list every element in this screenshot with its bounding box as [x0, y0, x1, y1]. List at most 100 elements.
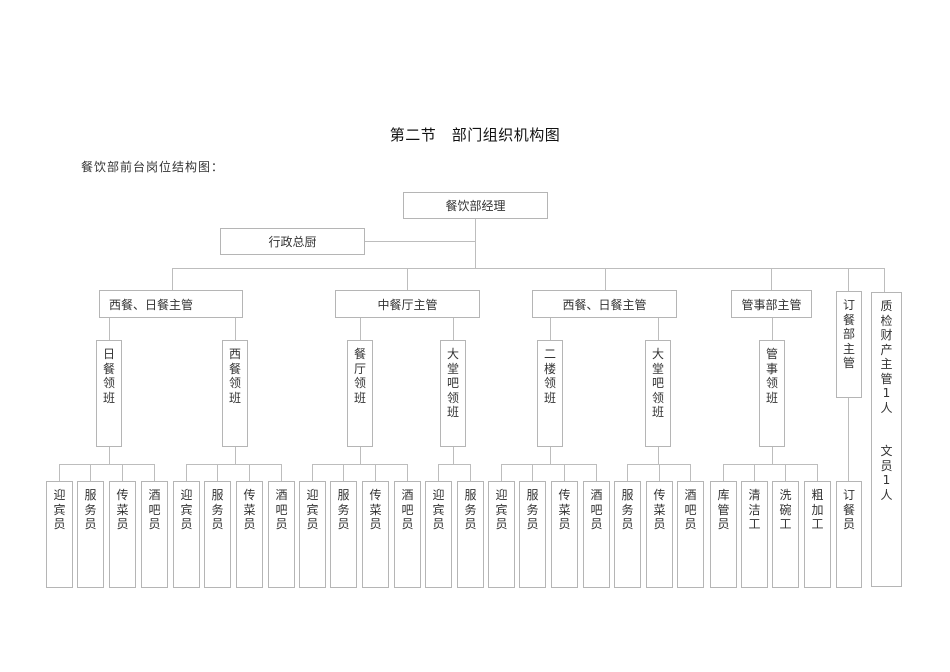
lead-box-7: 管事领班	[759, 340, 785, 447]
staff-drop	[659, 464, 660, 481]
staff-box: 迎宾员	[173, 481, 200, 588]
staff-box: 传菜员	[646, 481, 673, 588]
staff-box: 服务员	[457, 481, 484, 588]
staff-box: 传菜员	[236, 481, 263, 588]
lead-box-6: 大堂吧领班	[645, 340, 671, 447]
staff-box: 酒吧员	[394, 481, 421, 588]
staff-bus	[59, 464, 155, 465]
supervisor-box-4-label: 管事部主管	[741, 297, 802, 312]
staff-drop	[343, 464, 344, 481]
staff-box: 传菜员	[362, 481, 389, 588]
staff-drop	[249, 464, 250, 481]
staff-drop	[281, 464, 282, 481]
manager-trunk	[475, 219, 476, 268]
lead-box-4: 大堂吧领班	[440, 340, 466, 447]
lead-box-3: 餐厅领班	[347, 340, 373, 447]
staff-box: 服务员	[614, 481, 641, 588]
staff-drop	[532, 464, 533, 481]
staff-box: 传菜员	[551, 481, 578, 588]
lead-drop	[550, 318, 551, 340]
supervisor-box-1: 西餐、日餐主管	[99, 290, 243, 318]
staff-drop	[690, 464, 691, 481]
staff-drop	[312, 464, 313, 481]
lead-trunk	[772, 447, 773, 464]
lead-drop	[658, 318, 659, 340]
lead-trunk	[360, 447, 361, 464]
staff-drop	[375, 464, 376, 481]
staff-box: 酒吧员	[677, 481, 704, 588]
staff-drop	[470, 464, 471, 481]
supervisor-drop	[771, 268, 772, 290]
supervisor-box-1-label: 西餐、日餐主管	[109, 297, 194, 312]
staff-box: 酒吧员	[141, 481, 168, 588]
staff-box: 迎宾员	[425, 481, 452, 588]
staff-box: 洗碗工	[772, 481, 799, 588]
lead-trunk	[109, 447, 110, 464]
lead-drop	[109, 318, 110, 340]
supervisor-box-4: 管事部主管	[731, 290, 812, 318]
lead-trunk	[550, 447, 551, 464]
lead-drop	[772, 318, 773, 340]
supervisor-box-2-label: 中餐厅主管	[377, 297, 438, 312]
manager-box-label: 餐饮部经理	[445, 199, 506, 213]
staff-bus	[312, 464, 408, 465]
staff-box: 服务员	[77, 481, 104, 588]
supervisor-box-3: 西餐、日餐主管	[532, 290, 677, 318]
supervisor-drop	[605, 268, 606, 290]
staff-drop	[59, 464, 60, 481]
staff-box: 服务员	[330, 481, 357, 588]
staff-drop	[90, 464, 91, 481]
staff-drop	[186, 464, 187, 481]
supervisor-box-3-label: 西餐、日餐主管	[562, 297, 647, 312]
supervisor-bus	[172, 268, 884, 269]
staff-box: 传菜员	[109, 481, 136, 588]
supervisor-drop	[172, 268, 173, 290]
lead-trunk	[453, 447, 454, 464]
staff-drop	[122, 464, 123, 481]
staff-box: 酒吧员	[268, 481, 295, 588]
staff-drop	[154, 464, 155, 481]
staff-bus	[501, 464, 597, 465]
lead-drop	[235, 318, 236, 340]
staff-box: 库管员	[710, 481, 737, 588]
staff-drop	[627, 464, 628, 481]
ordering-connector	[848, 398, 849, 481]
staff-box: 粗加工	[804, 481, 831, 588]
staff-box: 迎宾员	[46, 481, 73, 588]
page-title: 第二节 部门组织机构图	[389, 126, 561, 144]
manager-box: 餐饮部经理	[403, 192, 548, 219]
staff-bus	[438, 464, 471, 465]
staff-box: 迎宾员	[488, 481, 515, 588]
staff-drop	[817, 464, 818, 481]
chart-subtitle: 餐饮部前台岗位结构图：	[81, 160, 225, 174]
lead-box-1: 日餐领班	[96, 340, 122, 447]
staff-box: 酒吧员	[583, 481, 610, 588]
staff-box: 服务员	[519, 481, 546, 588]
staff-drop	[438, 464, 439, 481]
staff-bus	[723, 464, 818, 465]
staff-box: 服务员	[204, 481, 231, 588]
lead-drop	[360, 318, 361, 340]
staff-drop	[407, 464, 408, 481]
staff-box: 订餐员	[836, 481, 862, 588]
chef-connector	[365, 241, 475, 242]
staff-drop	[754, 464, 755, 481]
staff-drop	[596, 464, 597, 481]
staff-drop	[217, 464, 218, 481]
lead-trunk	[235, 447, 236, 464]
lead-box-2: 西餐领班	[222, 340, 248, 447]
supervisor-box-2: 中餐厅主管	[335, 290, 480, 318]
staff-drop	[501, 464, 502, 481]
supervisor-drop	[848, 268, 849, 291]
staff-drop	[564, 464, 565, 481]
supervisor-box-5: 订餐部主管	[836, 291, 862, 398]
staff-box: 清洁工	[741, 481, 768, 588]
staff-drop	[723, 464, 724, 481]
staff-bus	[186, 464, 282, 465]
supervisor-drop	[407, 268, 408, 290]
lead-drop	[453, 318, 454, 340]
lead-box-5: 二楼领班	[537, 340, 563, 447]
executive-chef-box-label: 行政总厨	[268, 235, 317, 249]
executive-chef-box: 行政总厨	[220, 228, 365, 255]
